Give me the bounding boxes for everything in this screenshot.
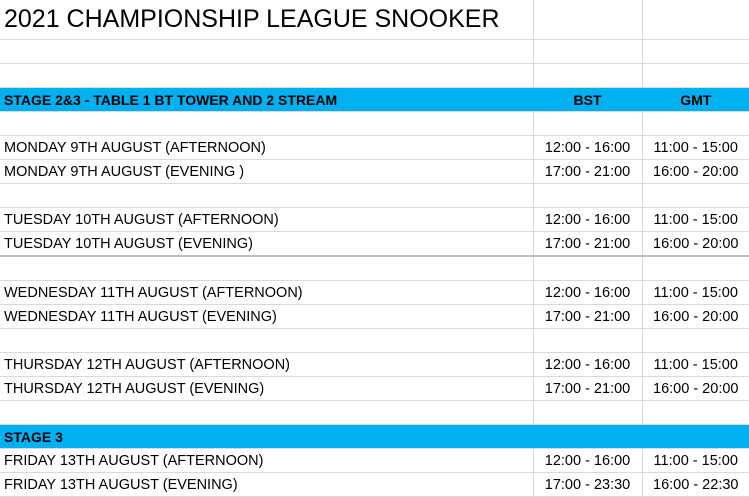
gmt-time-cell[interactable]: 11:00 - 15:00: [642, 135, 749, 160]
schedule-row: TUESDAY 10TH AUGUST (EVENING) 17:00 - 21…: [0, 231, 749, 257]
empty-cell[interactable]: [0, 39, 534, 64]
stage-header-row: STAGE 2&3 - TABLE 1 BT TOWER AND 2 STREA…: [0, 87, 749, 112]
bst-column-header[interactable]: BST: [533, 87, 643, 112]
gmt-time-cell[interactable]: 16:00 - 20:00: [642, 304, 749, 329]
empty-cell[interactable]: [533, 183, 643, 208]
schedule-row: WEDNESDAY 11TH AUGUST (AFTERNOON) 12:00 …: [0, 280, 749, 305]
schedule-row: FRIDAY 13TH AUGUST (AFTERNOON) 12:00 - 1…: [0, 448, 749, 473]
empty-cell[interactable]: [642, 328, 749, 353]
session-cell[interactable]: WEDNESDAY 11TH AUGUST (EVENING): [0, 304, 534, 329]
bst-time-cell[interactable]: 12:00 - 16:00: [533, 352, 643, 377]
empty-cell[interactable]: [0, 328, 534, 353]
empty-cell[interactable]: [0, 183, 534, 208]
bst-time-cell[interactable]: 17:00 - 23:30: [533, 472, 643, 497]
empty-cell[interactable]: [642, 0, 749, 40]
gmt-time-cell[interactable]: 16:00 - 20:00: [642, 159, 749, 184]
bst-time-cell[interactable]: 12:00 - 16:00: [533, 135, 643, 160]
empty-cell[interactable]: [642, 400, 749, 425]
empty-cell[interactable]: [642, 256, 749, 281]
empty-row: [0, 400, 749, 425]
empty-row: [0, 183, 749, 208]
empty-row: [0, 63, 749, 88]
stage-header-label[interactable]: STAGE 2&3 - TABLE 1 BT TOWER AND 2 STREA…: [0, 87, 534, 112]
schedule-row: MONDAY 9TH AUGUST (EVENING ) 17:00 - 21:…: [0, 159, 749, 184]
gmt-time-cell[interactable]: 16:00 - 20:00: [642, 231, 749, 257]
empty-cell[interactable]: [0, 63, 534, 88]
bst-time-cell[interactable]: 17:00 - 21:00: [533, 304, 643, 329]
sheet-title[interactable]: 2021 CHAMPIONSHIP LEAGUE SNOOKER: [0, 0, 534, 40]
empty-cell[interactable]: [533, 328, 643, 353]
session-cell[interactable]: THURSDAY 12TH AUGUST (AFTERNOON): [0, 352, 534, 377]
session-cell[interactable]: WEDNESDAY 11TH AUGUST (AFTERNOON): [0, 280, 534, 305]
session-cell[interactable]: MONDAY 9TH AUGUST (EVENING ): [0, 159, 534, 184]
bst-time-cell[interactable]: 12:00 - 16:00: [533, 207, 643, 232]
empty-cell[interactable]: [642, 111, 749, 136]
gmt-time-cell[interactable]: 16:00 - 22:30: [642, 472, 749, 497]
empty-cell[interactable]: [0, 400, 534, 425]
gmt-time-cell[interactable]: 11:00 - 15:00: [642, 448, 749, 473]
stage-header-row: STAGE 3: [0, 424, 749, 449]
title-row: 2021 CHAMPIONSHIP LEAGUE SNOOKER: [0, 0, 749, 40]
gmt-time-cell[interactable]: 11:00 - 15:00: [642, 207, 749, 232]
empty-cell[interactable]: [533, 0, 643, 40]
empty-cell[interactable]: [533, 39, 643, 64]
session-cell[interactable]: THURSDAY 12TH AUGUST (EVENING): [0, 376, 534, 401]
bst-time-cell[interactable]: 17:00 - 21:00: [533, 159, 643, 184]
gmt-time-cell[interactable]: 16:00 - 20:00: [642, 376, 749, 401]
empty-cell[interactable]: [642, 183, 749, 208]
empty-row: [0, 111, 749, 136]
schedule-row: TUESDAY 10TH AUGUST (AFTERNOON) 12:00 - …: [0, 207, 749, 232]
gmt-column-header[interactable]: GMT: [642, 87, 749, 112]
schedule-row: THURSDAY 12TH AUGUST (EVENING) 17:00 - 2…: [0, 376, 749, 401]
gmt-time-cell[interactable]: 11:00 - 15:00: [642, 280, 749, 305]
session-cell[interactable]: MONDAY 9TH AUGUST (AFTERNOON): [0, 135, 534, 160]
bst-time-cell[interactable]: 12:00 - 16:00: [533, 448, 643, 473]
bst-time-cell[interactable]: 17:00 - 21:00: [533, 376, 643, 401]
empty-row: [0, 328, 749, 353]
bst-time-cell[interactable]: 17:00 - 21:00: [533, 231, 643, 257]
stage-header-label[interactable]: STAGE 3: [0, 424, 534, 449]
schedule-row: WEDNESDAY 11TH AUGUST (EVENING) 17:00 - …: [0, 304, 749, 329]
gmt-time-cell[interactable]: 11:00 - 15:00: [642, 352, 749, 377]
empty-cell[interactable]: [0, 111, 534, 136]
empty-cell[interactable]: [642, 63, 749, 88]
session-cell[interactable]: FRIDAY 13TH AUGUST (EVENING): [0, 472, 534, 497]
schedule-row: THURSDAY 12TH AUGUST (AFTERNOON) 12:00 -…: [0, 352, 749, 377]
session-cell[interactable]: TUESDAY 10TH AUGUST (AFTERNOON): [0, 207, 534, 232]
session-cell[interactable]: TUESDAY 10TH AUGUST (EVENING): [0, 231, 534, 257]
schedule-row: FRIDAY 13TH AUGUST (EVENING) 17:00 - 23:…: [0, 472, 749, 497]
empty-cell[interactable]: [533, 111, 643, 136]
empty-cell[interactable]: [533, 63, 643, 88]
empty-cell[interactable]: [642, 424, 749, 449]
empty-cell[interactable]: [533, 256, 643, 281]
empty-cell[interactable]: [642, 39, 749, 64]
empty-row: [0, 39, 749, 64]
empty-row: [0, 256, 749, 281]
session-cell[interactable]: FRIDAY 13TH AUGUST (AFTERNOON): [0, 448, 534, 473]
empty-cell[interactable]: [0, 256, 534, 281]
empty-cell[interactable]: [533, 424, 643, 449]
empty-cell[interactable]: [533, 400, 643, 425]
schedule-row: MONDAY 9TH AUGUST (AFTERNOON) 12:00 - 16…: [0, 135, 749, 160]
bst-time-cell[interactable]: 12:00 - 16:00: [533, 280, 643, 305]
